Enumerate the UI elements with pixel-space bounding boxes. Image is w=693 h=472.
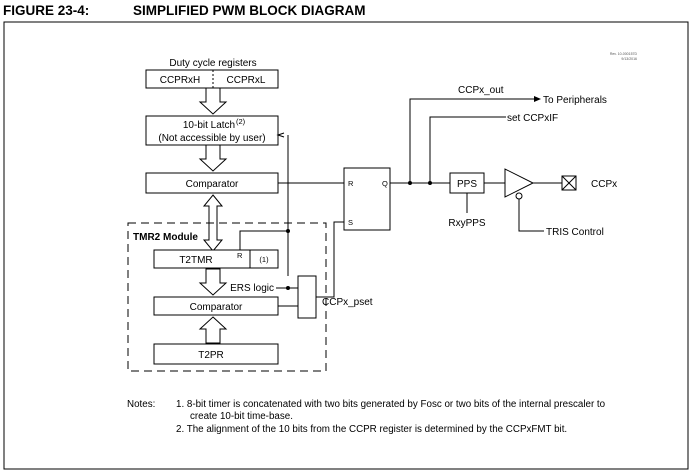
t2pr-box: [153, 343, 279, 365]
note-2: 2. The alignment of the 10 bits from the…: [176, 424, 567, 435]
latch-load-arrowhead: [276, 132, 285, 138]
output-buffer-icon: [504, 168, 535, 198]
latch-label: 10-bit Latch: [183, 120, 235, 131]
rxypps-label: RxyPPS: [448, 218, 486, 229]
reset-junction-dot: [286, 229, 290, 233]
tris-control-label: TRIS Control: [546, 227, 604, 238]
top-comparator-label: Comparator: [186, 179, 239, 190]
ccpx-out-wire: [409, 98, 534, 183]
timer-to-comparator-arrow: [198, 268, 228, 296]
ers-logic-label: ERS logic: [230, 283, 274, 294]
sr-latch-r-pin: R: [348, 179, 354, 188]
ccpx-pin-icon: [561, 175, 577, 191]
bottom-comparator-label: Comparator: [190, 302, 243, 313]
sr-latch-s-pin: S: [348, 218, 353, 227]
figure-number: FIGURE 23-4:: [3, 3, 89, 18]
figure-frame: [3, 21, 689, 470]
latch-footnote-ref: (2): [236, 117, 246, 126]
ccpx-pset-label: CCPx_pset: [322, 297, 373, 308]
sr-latch-block: R S Q: [343, 167, 391, 231]
latch-to-comparator-arrow: [198, 144, 228, 172]
t2tmr-box: [153, 249, 279, 269]
to-peripherals-label: To Peripherals: [543, 95, 607, 106]
t2pr-label: T2PR: [198, 350, 224, 361]
tmr2-module-boundary: [127, 222, 327, 372]
duty-cycle-label: Duty cycle registers: [169, 58, 256, 69]
ten-bit-latch-block: 10-bit Latch (2) (Not accessible by user…: [145, 115, 279, 146]
buffer-enable-bubble: [515, 192, 523, 200]
ccprxl-label: CCPRxL: [227, 75, 266, 86]
to-peripherals-arrowhead: [534, 96, 541, 102]
ers-junction-dot: [286, 286, 290, 290]
pps-label: PPS: [457, 179, 477, 190]
revision-date: 9/13/2016: [621, 57, 637, 61]
ccpx-pin-label: CCPx: [591, 179, 617, 190]
sr-latch-q-pin: Q: [382, 179, 388, 188]
tris-control-wire: [518, 199, 544, 232]
t2tmr-footnote-ref: (1): [259, 255, 269, 264]
registers-to-latch-arrow: [198, 87, 228, 115]
pset-to-latch-s-wire: [316, 221, 344, 298]
t2tmr-block: T2TMR R (1): [153, 249, 279, 269]
latch-box: [145, 115, 279, 146]
note-1-line-2: create 10-bit time-base.: [190, 411, 293, 422]
set-ccpxif-wire: [429, 116, 506, 183]
period-to-comparator-arrow: [198, 316, 228, 344]
set-ccpxif-label: set CCPxIF: [507, 113, 558, 124]
ccpx-out-label: CCPx_out: [458, 85, 504, 96]
tmr2-module-label: TMR2 Module: [133, 232, 198, 243]
notes-label: Notes:: [127, 399, 155, 410]
figure-title: SIMPLIFIED PWM BLOCK DIAGRAM: [133, 3, 366, 18]
latch-access-note: (Not accessible by user): [158, 133, 265, 144]
pset-logic-box: [297, 275, 317, 319]
t2tmr-reset-label: R: [237, 251, 243, 260]
note-1-line-1: 1. 8-bit timer is concatenated with two …: [176, 399, 606, 410]
sr-latch-box: [343, 167, 391, 231]
ccprxh-label: CCPRxH: [160, 75, 201, 86]
ccpr-register-block: CCPRxH CCPRxL: [145, 69, 279, 89]
revision-label: Rev. 10-000157D: [610, 52, 638, 56]
t2tmr-label: T2TMR: [179, 255, 212, 266]
